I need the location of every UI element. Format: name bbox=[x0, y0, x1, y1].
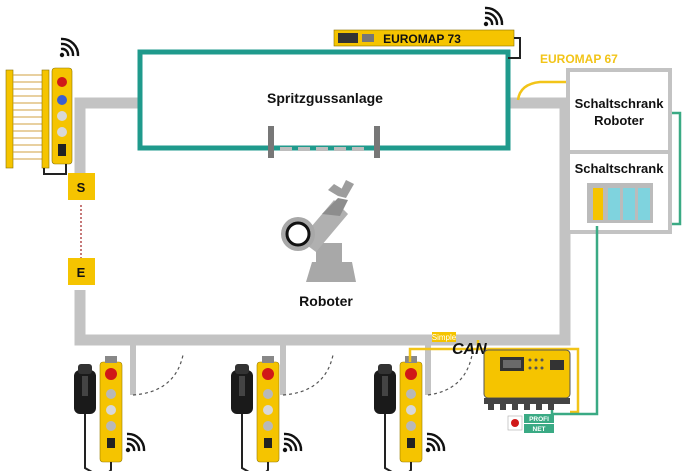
can-label: CAN bbox=[452, 341, 487, 358]
robot-arm-icon bbox=[281, 180, 356, 282]
safety-controller-icon bbox=[483, 349, 571, 410]
euromap67-label: EUROMAP 67 bbox=[540, 52, 618, 66]
euromap73-interface: EUROMAP 73 bbox=[333, 29, 521, 59]
svg-text:NET: NET bbox=[533, 426, 546, 433]
injection-molding-machine: Spritzgussanlage bbox=[137, 49, 511, 158]
cabinet-robot-label-1: Schaltschrank bbox=[575, 96, 665, 111]
handheld-pendant-2 bbox=[230, 355, 280, 471]
svg-text:PROFI: PROFI bbox=[529, 416, 549, 423]
wifi-signal-icon bbox=[58, 37, 80, 59]
wifi-signal-icon bbox=[424, 432, 446, 454]
euromap73-label: EUROMAP 73 bbox=[383, 32, 461, 46]
wifi-signal-icon bbox=[124, 432, 146, 454]
module-s: S bbox=[68, 173, 95, 200]
handheld-pendant-1 bbox=[73, 355, 123, 471]
profinet-cable bbox=[550, 226, 599, 416]
access-doors bbox=[130, 345, 473, 396]
wifi-signal-icon bbox=[281, 432, 303, 454]
light-curtain-icon bbox=[5, 67, 73, 175]
simple-label: Simple bbox=[432, 333, 457, 342]
cabinet-robot-label-2: Roboter bbox=[594, 113, 644, 128]
robot-label: Roboter bbox=[299, 293, 353, 309]
wifi-signal-icon bbox=[482, 6, 504, 28]
module-e: E bbox=[68, 258, 95, 285]
svg-text:S: S bbox=[77, 180, 86, 195]
control-cabinets: Schaltschrank Roboter Schaltschrank bbox=[566, 68, 672, 234]
simplecan-bus bbox=[408, 340, 480, 362]
handheld-pendant-3 bbox=[373, 355, 423, 471]
cabinet-label: Schaltschrank bbox=[575, 161, 665, 176]
svg-text:E: E bbox=[77, 265, 86, 280]
euromap67-cable bbox=[516, 80, 572, 101]
profinet-badge: PROFI NET bbox=[507, 414, 554, 433]
machine-label: Spritzgussanlage bbox=[267, 90, 383, 106]
